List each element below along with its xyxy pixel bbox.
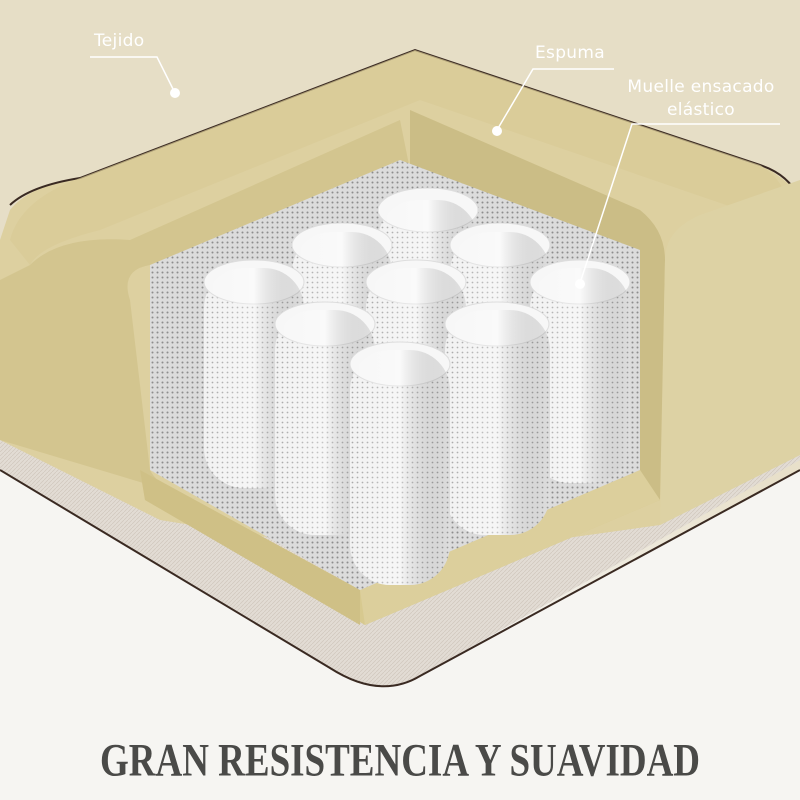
callout-espuma: Espuma bbox=[535, 43, 605, 63]
muelle-dot bbox=[575, 279, 585, 289]
callout-muelle-line2: elástico bbox=[667, 100, 735, 120]
espuma-leader bbox=[496, 68, 614, 131]
callout-lines bbox=[90, 56, 780, 284]
fabric-cover bbox=[0, 0, 800, 215]
callout-muelle: Muelle ensacado elástico bbox=[616, 76, 786, 122]
base-fabric bbox=[0, 420, 800, 800]
callout-dots bbox=[170, 88, 585, 289]
callout-tejido: Tejido bbox=[94, 31, 145, 51]
tejido-leader bbox=[90, 56, 176, 94]
espuma-dot bbox=[492, 126, 502, 136]
callout-muelle-line1: Muelle ensacado bbox=[627, 77, 775, 97]
tejido-dot bbox=[170, 88, 180, 98]
muelle-leader bbox=[579, 123, 780, 284]
pocket-springs bbox=[203, 187, 631, 585]
headline: GRAN RESISTENCIA Y SUAVIDAD bbox=[99, 735, 701, 787]
